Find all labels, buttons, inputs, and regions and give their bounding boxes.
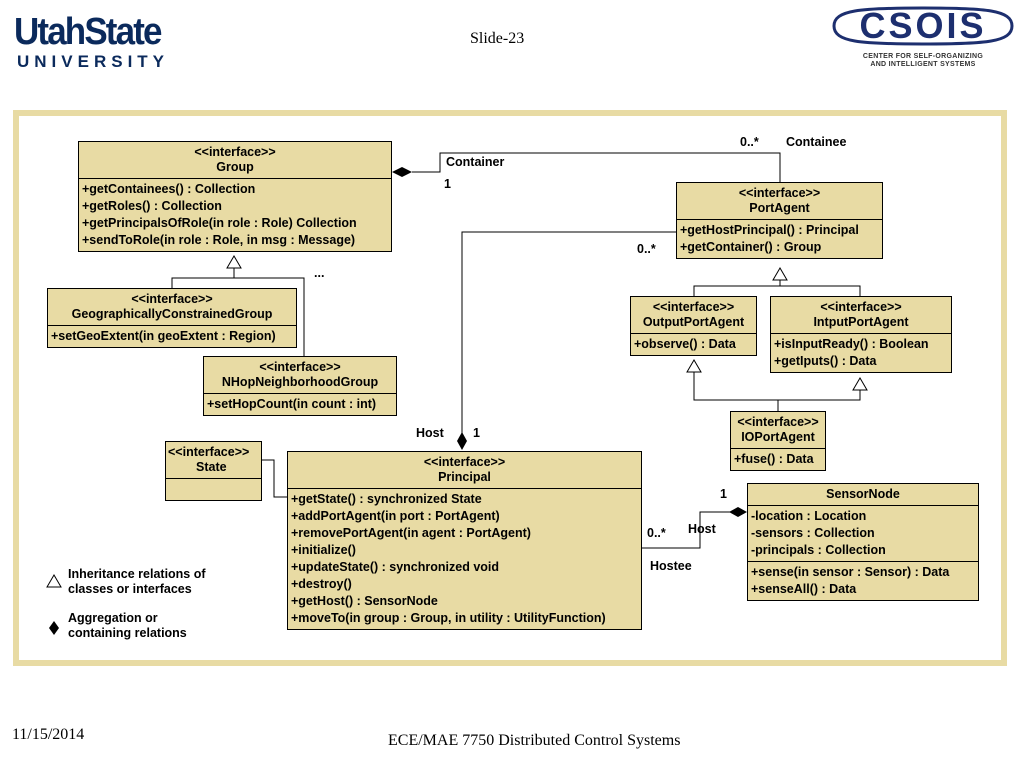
csois-logo: CSOIS CENTER FOR SELF-ORGANIZING AND INT…	[830, 4, 1016, 70]
geo-inheritance-line	[171, 262, 235, 288]
csois-logo-text: CSOIS	[859, 5, 986, 46]
hostee-multiplicity: 0..*	[647, 526, 666, 540]
class-principal: <<interface>>Principal +getState() : syn…	[287, 451, 642, 630]
io-output-inheritance-line	[693, 372, 779, 411]
input-inheritance-line	[780, 285, 861, 296]
class-sensor-node: SensorNode -location : Location -sensors…	[747, 483, 979, 601]
containee-multiplicity: 0..*	[740, 135, 759, 149]
container-diamond-icon	[392, 167, 412, 177]
footer-date: 11/15/2014	[12, 726, 85, 743]
legend-inheritance-triangle-icon	[46, 574, 62, 588]
host-diamond-icon	[457, 432, 467, 450]
portagent-multiplicity: 0..*	[637, 242, 656, 256]
legend-aggregation-text: Aggregation or containing relations	[68, 611, 187, 640]
group-inheritance-triangle-icon	[226, 255, 242, 269]
host-multiplicity-left: 1	[473, 426, 480, 440]
legend-aggregation-diamond-icon	[49, 621, 59, 635]
input-inheritance-triangle-icon	[852, 377, 868, 391]
host-association-line	[461, 231, 676, 440]
csois-logo-subtitle: CENTER FOR SELF-ORGANIZING AND INTELLIGE…	[862, 53, 984, 68]
io-input-inheritance-line	[778, 390, 861, 401]
host-label-left: Host	[416, 426, 444, 440]
group-ellipsis: ...	[314, 266, 325, 280]
output-inheritance-triangle-icon	[686, 359, 702, 373]
container-label: Container	[446, 155, 505, 169]
usu-logo: UtahState UNIVERSITY	[14, 12, 204, 76]
host-multiplicity-right: 1	[720, 487, 727, 501]
csois-logo-mark: CSOIS	[832, 5, 1014, 46]
class-group: <<interface>>Group +getContainees() : Co…	[78, 141, 392, 252]
class-output-port-agent: <<interface>>OutputPortAgent +observe() …	[630, 296, 757, 356]
nhop-inheritance-line	[234, 277, 305, 356]
class-nhop-neighborhood-group: <<interface>>NHopNeighborhoodGroup +setH…	[203, 356, 397, 416]
state-association-line	[262, 459, 287, 498]
class-input-port-agent: <<interface>>IntputPortAgent +isInputRea…	[770, 296, 952, 373]
container-multiplicity: 1	[444, 177, 451, 191]
class-io-port-agent: <<interface>>IOPortAgent +fuse() : Data	[730, 411, 826, 471]
usu-logo-top: UtahState	[14, 11, 162, 53]
legend-inheritance-text: Inheritance relations of classes or inte…	[68, 567, 206, 596]
class-port-agent: <<interface>>PortAgent +getHostPrincipal…	[676, 182, 883, 259]
class-state: <<interface>>State	[165, 441, 262, 501]
footer-course: ECE/MAE 7750 Distributed Control Systems	[388, 732, 681, 749]
slide-title: Slide-23	[470, 30, 525, 47]
container-association-line	[412, 152, 781, 182]
portagent-inheritance-triangle-icon	[772, 267, 788, 281]
sensornode-diamond-icon	[729, 507, 747, 517]
sensornode-association-line	[642, 511, 734, 549]
output-inheritance-line	[693, 279, 781, 296]
usu-logo-bottom: UNIVERSITY	[17, 52, 170, 71]
hostee-label: Hostee	[650, 559, 692, 573]
containee-label: Containee	[786, 135, 847, 149]
host-label-right: Host	[688, 522, 716, 536]
class-geographically-constrained-group: <<interface>>GeographicallyConstrainedGr…	[47, 288, 297, 348]
